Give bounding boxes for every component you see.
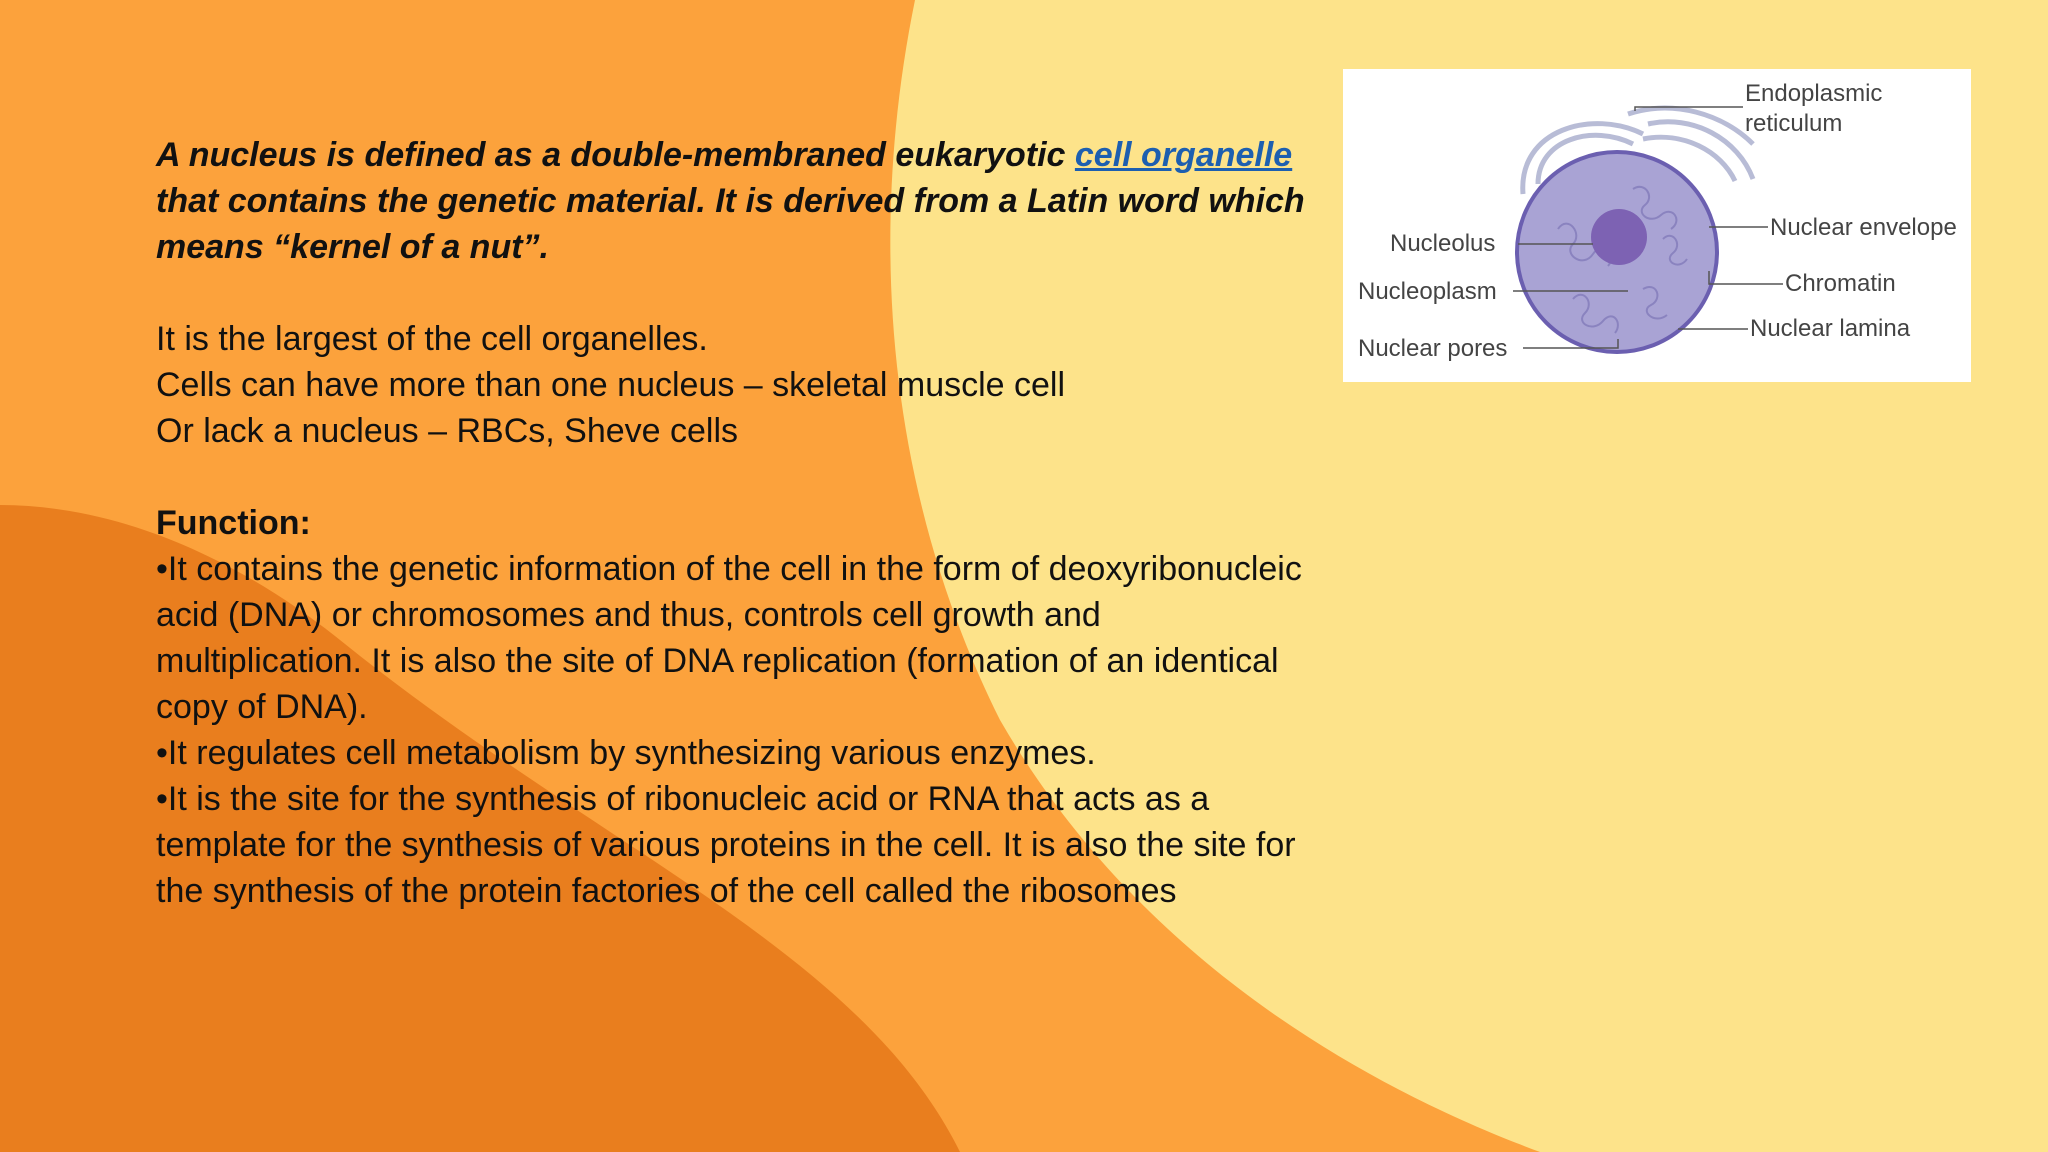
nucleolus-label: Nucleolus (1390, 230, 1495, 257)
label-leader-lines (1513, 106, 1783, 349)
intro-text-1: A nucleus is defined as a double-membran… (156, 136, 1075, 174)
nuclear-lamina-label: Nuclear lamina (1750, 315, 1911, 342)
chromatin-label: Chromatin (1785, 270, 1896, 297)
nuclear-pores-label: Nuclear pores (1358, 335, 1507, 362)
nucleus-illustration: Endoplasmic reticulum Nuclear envelope C… (1358, 80, 1957, 362)
er-label-line-1: Endoplasmic (1745, 80, 1882, 107)
fact-line: Cells can have more than one nucleus – s… (156, 366, 1066, 404)
spacer (156, 270, 1316, 316)
function-bullet: •It contains the genetic information of … (156, 550, 1302, 726)
spacer (156, 454, 1316, 500)
fact-line: Or lack a nucleus – RBCs, Sheve cells (156, 412, 739, 450)
function-bullet: •It regulates cell metabolism by synthes… (156, 734, 1096, 772)
intro-paragraph: A nucleus is defined as a double-membran… (156, 132, 1316, 270)
er-label-line-2: reticulum (1745, 110, 1842, 137)
nucleolus-shape (1591, 209, 1647, 265)
nucleoplasm-label: Nucleoplasm (1358, 278, 1497, 305)
slide-text: A nucleus is defined as a double-membran… (156, 132, 1316, 914)
function-heading: Function: (156, 504, 311, 542)
chromatin-shape (1557, 186, 1688, 334)
cell-organelle-link[interactable]: cell organelle (1074, 136, 1293, 174)
nuclear-envelope-label: Nuclear envelope (1770, 214, 1957, 241)
intro-text-2: that contains the genetic material. It i… (156, 182, 1305, 266)
function-bullet: •It is the site for the synthesis of rib… (156, 780, 1296, 910)
fact-line: It is the largest of the cell organelles… (156, 320, 708, 358)
nucleus-diagram: Endoplasmic reticulum Nuclear envelope C… (1343, 69, 1971, 382)
endoplasmic-reticulum-shape (1520, 105, 1756, 195)
